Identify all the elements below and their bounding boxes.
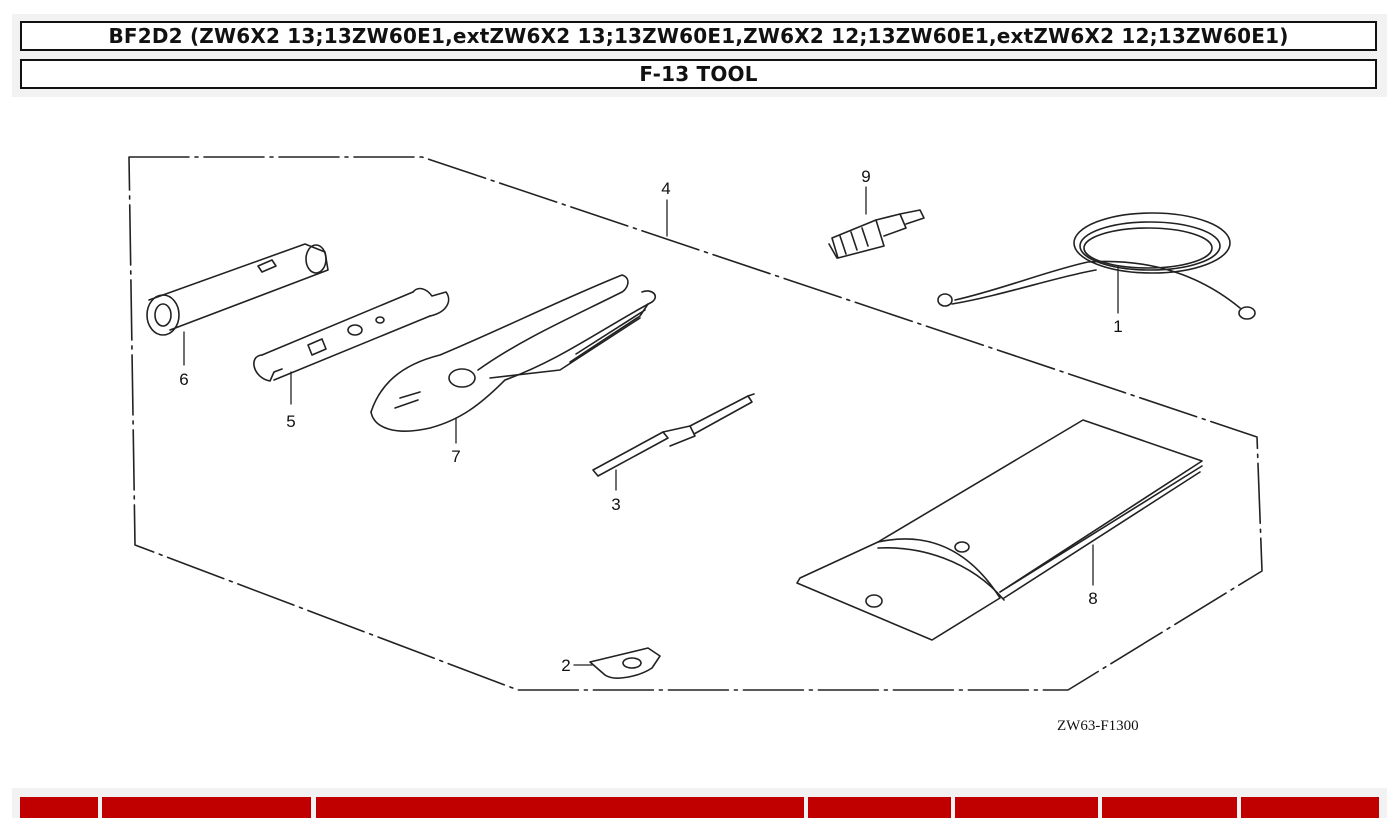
starter-rope-drawing [937,212,1256,320]
kit-boundary [128,156,1263,691]
leader-lines [183,186,1119,666]
spark-plug-drawing [828,209,925,259]
table-header-cell[interactable] [808,797,951,818]
callout-4: 4 [661,179,670,198]
callout-3: 3 [611,495,620,514]
callout-2: 2 [561,656,570,675]
table-header-cell[interactable] [955,797,1098,818]
callout-1: 1 [1113,317,1122,336]
callout-5: 5 [286,412,295,431]
spanner-drawing [253,287,450,382]
callout-8: 8 [1088,589,1097,608]
plug-wrench-drawing [146,243,329,336]
figure-code: ZW63-F1300 [1057,718,1139,734]
table-header-cell[interactable] [102,797,311,818]
pliers-drawing [370,274,657,432]
table-header-cell[interactable] [20,797,98,818]
table-header-cell[interactable] [316,797,804,818]
table-header-cell[interactable] [1102,797,1237,818]
callout-7: 7 [451,447,460,466]
clip-drawing [589,647,661,679]
section-title: F-13 TOOL [20,59,1377,89]
screwdriver-drawing [592,393,755,477]
table-header-cell[interactable] [1241,797,1379,818]
callout-9: 9 [861,167,870,186]
model-title: BF2D2 (ZW6X2 13;13ZW60E1,extZW6X2 13;13Z… [20,21,1377,51]
callout-6: 6 [179,370,188,389]
tool-bag-drawing [796,419,1203,641]
